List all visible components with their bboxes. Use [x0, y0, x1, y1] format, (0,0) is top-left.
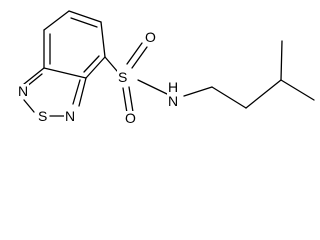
bond-s-o-bottom-a — [122, 87, 128, 114]
bond-ch2a-ch2b — [211, 86, 247, 109]
bond-ch-ch3-up — [280, 40, 283, 81]
bond-c6-n-left — [23, 67, 45, 85]
bond-ch2b-ch — [245, 79, 282, 109]
bond-c2-c3 — [68, 10, 102, 23]
bond-c4-c5-inner — [83, 55, 100, 73]
bond-n-right-c5-inner — [72, 79, 81, 105]
bond-c5-c6 — [43, 67, 87, 79]
bond-s-n — [137, 79, 168, 95]
atom-s-sulfonyl: S — [117, 69, 129, 85]
bond-n-ch2a — [183, 86, 213, 97]
bond-c2-c3-inner — [70, 17, 98, 28]
bond-n-left-s — [23, 99, 35, 113]
bond-c4-c5 — [85, 56, 106, 79]
bond-s-o-bottom-b — [128, 86, 134, 113]
atom-o-bottom: O — [124, 110, 137, 126]
atom-n-ring-left: N — [17, 83, 30, 99]
atom-n-ring-right: N — [64, 108, 77, 124]
bond-n-right-c5 — [78, 77, 87, 107]
bond-c3-c4 — [100, 21, 106, 58]
molecule-diagram: N S N S O O H N — [17, 10, 315, 126]
atom-s-ring: S — [37, 108, 49, 124]
atom-o-top: O — [144, 29, 157, 45]
bond-s-o-top-b — [131, 46, 148, 69]
bond-ch-ch3-right — [280, 79, 315, 101]
atom-nh: H N — [167, 79, 180, 109]
bond-c3-s — [104, 56, 118, 72]
bond-c1-c2 — [43, 10, 70, 31]
bond-drawing — [23, 10, 315, 117]
bond-s-o-top-a — [126, 42, 143, 65]
